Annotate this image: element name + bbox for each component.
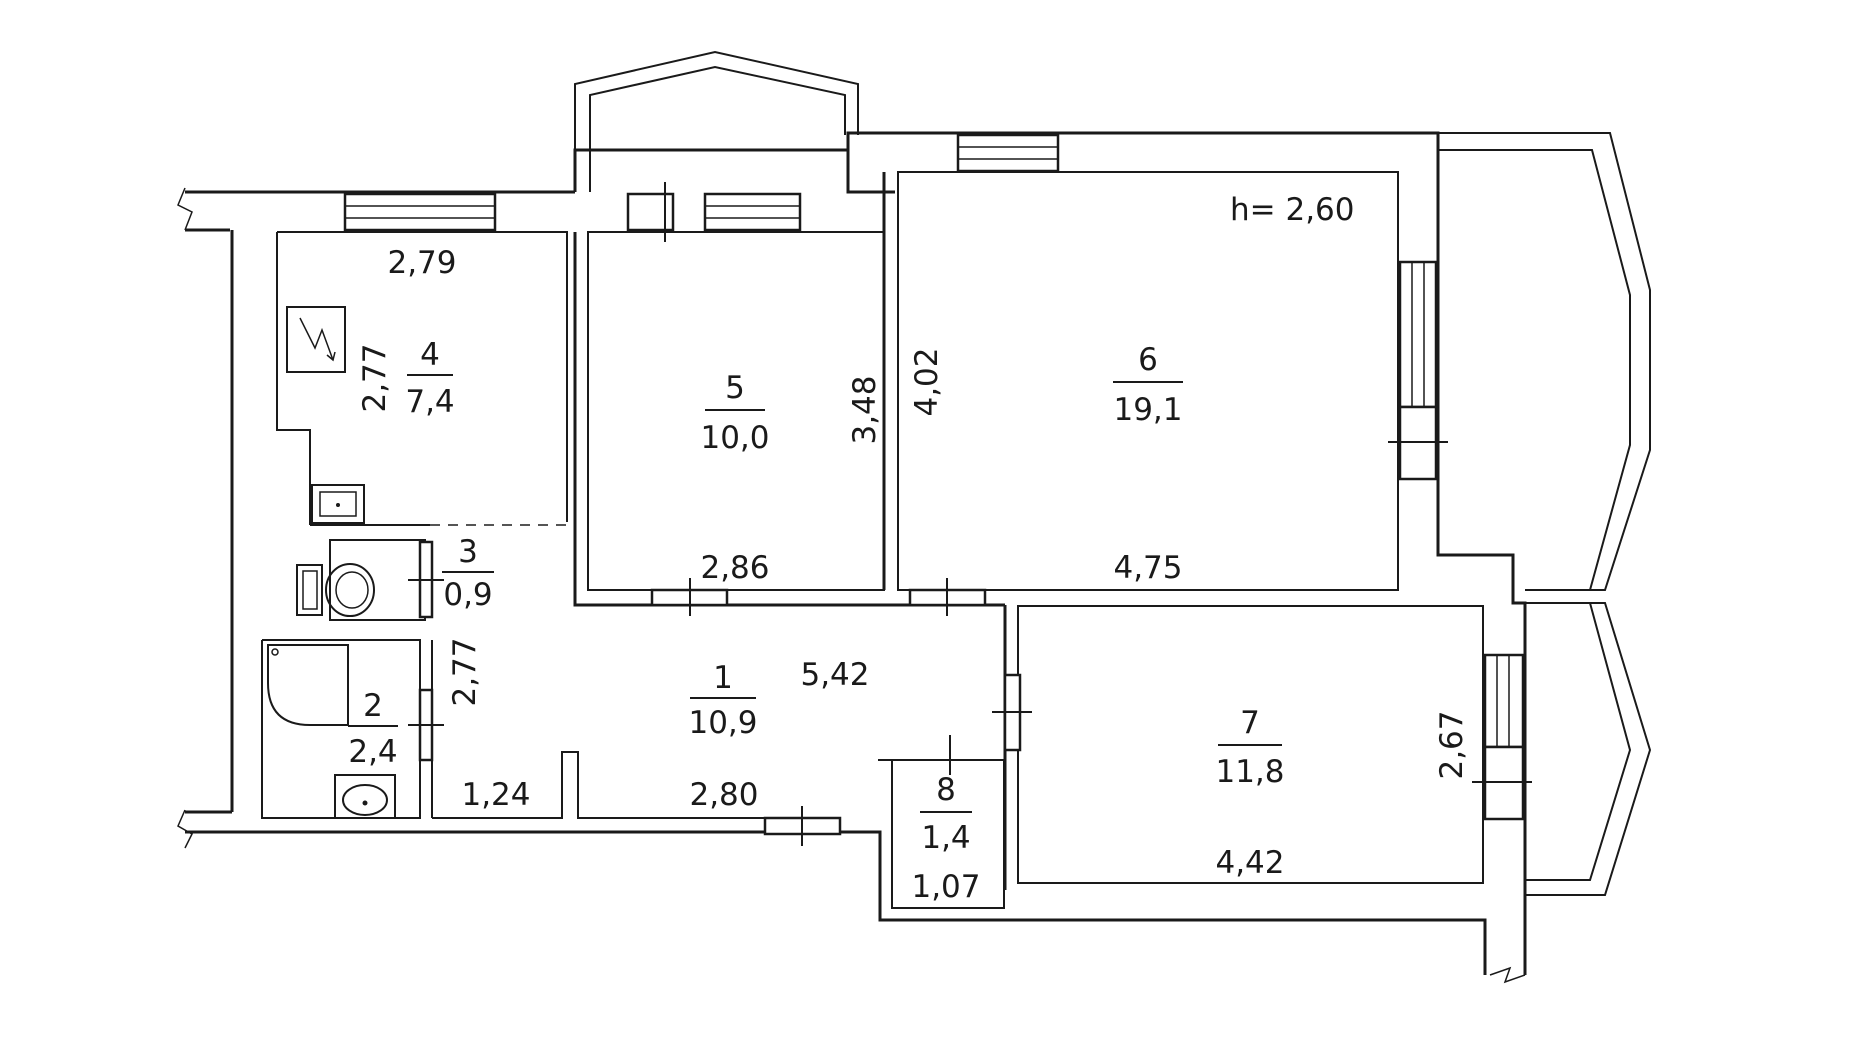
room-number: 8 <box>936 772 956 808</box>
room-label-6: 6 19,1 <box>1113 342 1183 428</box>
toilet-icon <box>296 563 375 617</box>
ceiling-height: h= 2,60 <box>1230 192 1355 228</box>
room-label-5: 5 10,0 <box>700 370 769 456</box>
room-number: 4 <box>420 337 440 373</box>
balcony-top <box>574 50 859 192</box>
room-number: 2 <box>363 688 383 724</box>
room-area: 2,4 <box>348 734 397 770</box>
room4-height-dimension: 2,77 <box>357 343 393 412</box>
electrical-panel-icon <box>286 306 346 373</box>
room-area: 11,8 <box>1215 754 1284 790</box>
room1-width-dimension: 5,42 <box>800 657 869 693</box>
balcony-right <box>1438 132 1652 896</box>
washbasin-icon <box>334 774 396 819</box>
room7-height-dimension: 2,67 <box>1434 710 1470 779</box>
room1-left-bottom-dimension: 1,24 <box>461 777 530 813</box>
room-label-3: 3 0,9 <box>442 534 494 613</box>
room-label-8: 8 1,4 <box>920 772 972 856</box>
room6-height-dimension: 4,02 <box>909 347 945 416</box>
room-area: 10,0 <box>700 420 769 456</box>
room-label-4: 4 7,4 <box>405 337 454 420</box>
room-area: 10,9 <box>688 705 757 741</box>
room-number: 3 <box>458 534 478 570</box>
fixtures <box>267 306 396 819</box>
room5-height-dimension: 3,48 <box>847 375 883 444</box>
outer-walls <box>177 131 1527 984</box>
room6-width-dimension: 4,75 <box>1113 550 1182 586</box>
room-label-2: 2 2,4 <box>348 688 398 770</box>
room-label-1: 1 10,9 <box>688 660 757 741</box>
room-number: 6 <box>1138 342 1158 378</box>
room7-width-dimension: 4,42 <box>1215 845 1284 881</box>
room-area: 0,9 <box>443 577 492 613</box>
room5-width-dimension: 2,86 <box>700 550 769 586</box>
room8-width-dimension: 1,07 <box>911 869 980 905</box>
room4-width-dimension: 2,79 <box>387 245 456 281</box>
room1-bottom-dimension: 2,80 <box>689 777 758 813</box>
room-number: 5 <box>725 370 745 406</box>
room-label-7: 7 11,8 <box>1215 705 1284 790</box>
room1-height-dimension: 2,77 <box>447 637 483 706</box>
kitchen-sink-icon <box>311 484 365 524</box>
shower-icon <box>267 644 349 726</box>
room-labels: 4 7,4 5 10,0 6 19,1 3 0,9 1 10,9 2 2,4 <box>348 337 1285 856</box>
room-area: 19,1 <box>1113 392 1182 428</box>
room-number: 7 <box>1240 705 1260 741</box>
dimension-labels: h= 2,60 2,79 2,77 3,48 2,86 4,02 4,75 5,… <box>357 192 1470 905</box>
room-number: 1 <box>713 660 733 696</box>
doors <box>408 182 1532 846</box>
interior-walls <box>261 171 1484 909</box>
room-area: 7,4 <box>405 384 454 420</box>
room-area: 1,4 <box>921 820 970 856</box>
